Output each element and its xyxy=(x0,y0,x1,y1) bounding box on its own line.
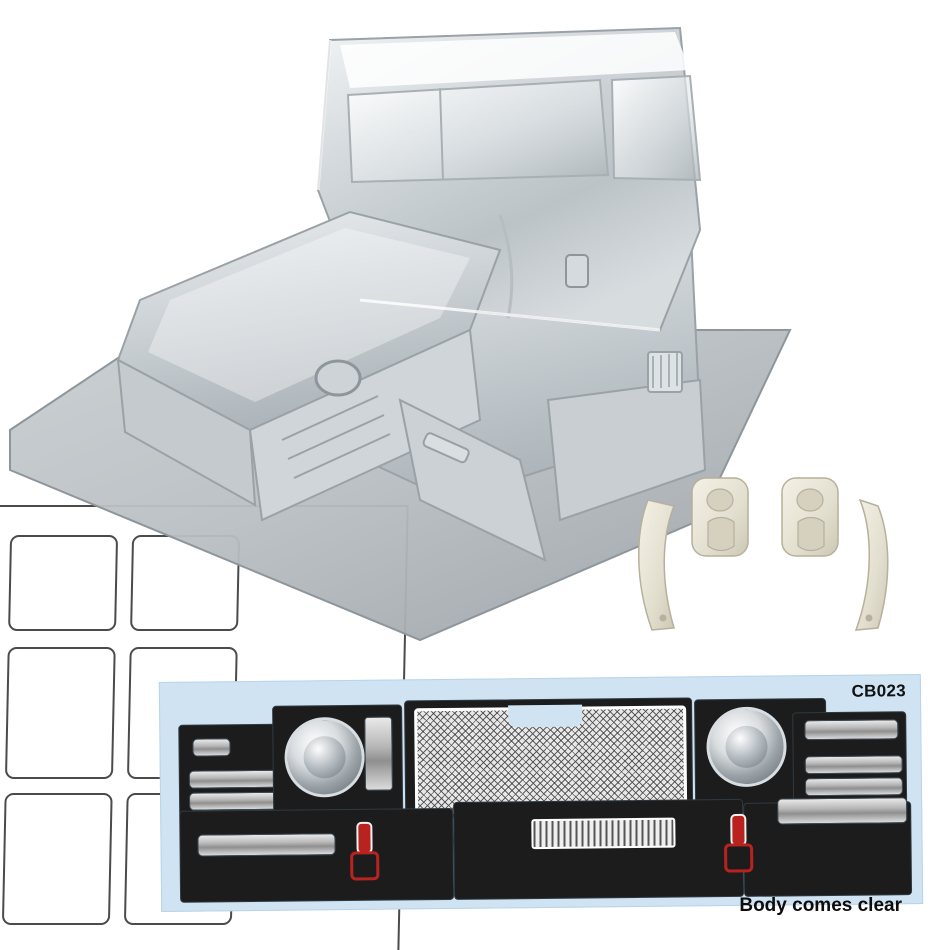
mirror-visor-parts xyxy=(630,460,920,660)
body-shell-svg xyxy=(9,26,792,642)
decal-panel-lower-center xyxy=(453,798,745,900)
left-mirror-arm xyxy=(638,499,676,631)
chrome-bar-lower-left xyxy=(197,833,336,857)
hood-highlight xyxy=(148,228,470,402)
chrome-bar-right-2 xyxy=(804,755,903,775)
right-mirror-face xyxy=(796,488,824,512)
chrome-bar-right-1 xyxy=(804,719,899,741)
rear-grid xyxy=(647,351,683,393)
right-hood-latch-decal xyxy=(721,813,756,884)
cab-latch-detail xyxy=(565,254,589,288)
cab-edge-sheen xyxy=(316,39,332,191)
right-arm-hole xyxy=(865,614,873,622)
fender-louvres xyxy=(281,395,391,479)
step-handle xyxy=(422,432,470,464)
mask-cell xyxy=(1,793,113,925)
left-hood-latch-decal xyxy=(347,821,382,892)
right-headlight-decal xyxy=(706,706,787,788)
clear-body-shell xyxy=(9,26,792,642)
antenna-whip xyxy=(498,214,514,319)
cab-roof-highlight xyxy=(340,32,690,88)
decal-sheet-code: CB023 xyxy=(851,681,907,701)
left-mirror-stem xyxy=(707,516,735,552)
parts-svg xyxy=(638,477,889,631)
vent-slats-decal xyxy=(531,817,676,850)
side-window-panel xyxy=(610,74,702,182)
windshield-divider xyxy=(439,87,444,181)
chrome-bar-lower-right xyxy=(777,797,908,825)
front-face xyxy=(116,358,257,507)
cab-base-sheen xyxy=(359,298,661,332)
windshield-panel xyxy=(346,78,610,184)
decal-sheet: CB023 xyxy=(158,674,924,912)
chrome-bar-right-3 xyxy=(804,777,904,797)
marker-light-decal xyxy=(192,738,231,757)
right-mirror-arm xyxy=(854,498,889,631)
chrome-trim-left xyxy=(364,716,393,791)
shell-headlight-bezel xyxy=(314,359,362,397)
grille-notch xyxy=(508,704,583,728)
left-mirror-face xyxy=(706,488,734,512)
caption-body-comes-clear: Body comes clear xyxy=(739,895,902,916)
left-arm-hole xyxy=(659,614,667,622)
left-headlight-decal xyxy=(284,716,366,798)
right-mirror-stem xyxy=(797,516,825,552)
